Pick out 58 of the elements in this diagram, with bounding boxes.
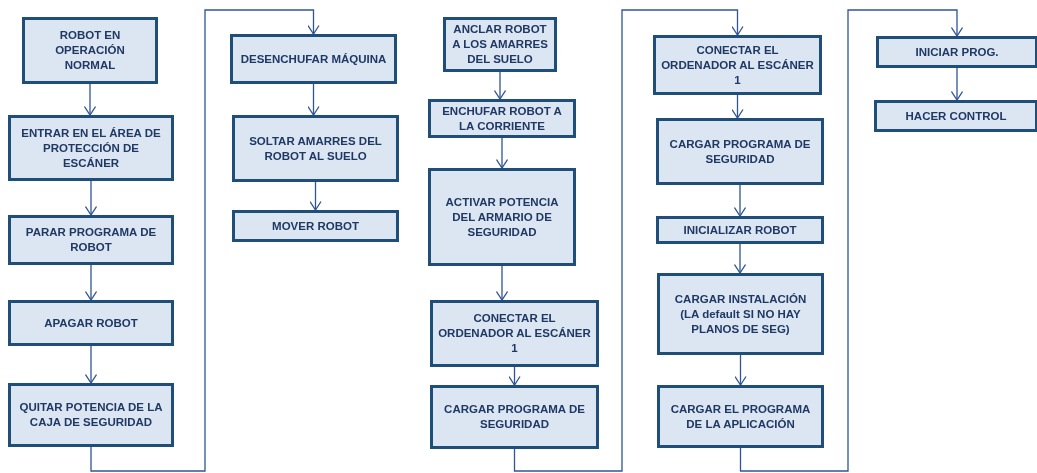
- process-box: [656, 216, 824, 244]
- process-box: [232, 115, 399, 182]
- arrow: [734, 354, 747, 386]
- arrow: [739, 9, 964, 472]
- arrow: [508, 366, 521, 386]
- process-box: [22, 17, 158, 84]
- step-text: ACTIVAR POTENCIA DEL ARMARIO DE SEGURIDAD: [444, 194, 560, 240]
- process-box: [232, 210, 399, 242]
- step-text: QUITAR POTENCIA DE LA CAJA DE SEGURIDAD: [18, 400, 164, 430]
- step-text: ROBOT EN OPERACIÓN NORMAL: [54, 28, 126, 73]
- arrow: [83, 83, 97, 116]
- arrow: [84, 345, 98, 384]
- step-text: CONECTAR EL ORDENADOR AL ESCÁNER 1: [437, 311, 592, 356]
- process-box: [8, 215, 174, 265]
- step-text: APAGAR ROBOT: [44, 315, 138, 331]
- process-box: [8, 300, 174, 346]
- arrow: [493, 71, 507, 100]
- step-text: HACER CONTROL: [905, 108, 1007, 124]
- process-box: [443, 17, 557, 72]
- arrow: [84, 264, 98, 301]
- step-text: PARAR PROGRAMA DE ROBOT: [24, 225, 158, 255]
- step-text: CARGAR PROGRAMA DE SEGURIDAD: [668, 136, 812, 167]
- step-text: ENCHUFAR ROBOT A LA CORRIENTE: [441, 103, 563, 134]
- process-box: [428, 168, 576, 266]
- process-box: [876, 36, 1037, 68]
- step-text: INICIAR PROG.: [915, 44, 999, 60]
- arrow: [733, 184, 747, 217]
- process-box: [657, 273, 824, 355]
- step-text: CONECTAR EL ORDENADOR AL ESCÁNER 1: [660, 42, 815, 88]
- process-box: [657, 385, 824, 448]
- process-box: [8, 115, 174, 181]
- process-box: [8, 383, 174, 447]
- arrow: [733, 243, 747, 274]
- arrow: [309, 181, 322, 211]
- arrow: [90, 9, 320, 472]
- process-box: [428, 99, 576, 138]
- process-box: [653, 35, 822, 95]
- arrow: [307, 83, 320, 116]
- step-text: MOVER ROBOT: [272, 218, 359, 234]
- arrow: [495, 265, 509, 301]
- step-text: DESENCHUFAR MÁQUINA: [240, 51, 387, 67]
- arrow: [84, 180, 98, 216]
- process-box: [430, 300, 599, 367]
- process-box: [230, 34, 397, 84]
- process-box: [656, 118, 824, 185]
- arrow: [950, 67, 964, 101]
- process-box: [430, 385, 599, 449]
- process-box: [874, 100, 1037, 132]
- step-text: CARGAR EL PROGRAMA DE LA APLICACIÓN: [669, 401, 812, 432]
- step-text: SOLTAR AMARRES DEL ROBOT AL SUELO: [248, 133, 383, 164]
- step-text: ENTRAR EN EL ÁREA DE PROTECCIÓN DE ESCÁNER: [20, 125, 162, 171]
- arrow: [731, 94, 744, 119]
- step-text: CARGAR PROGRAMA DE SEGURIDAD: [443, 402, 586, 432]
- step-text: INICIALIZAR ROBOT: [683, 222, 797, 238]
- arrow: [513, 9, 744, 472]
- arrow: [495, 137, 509, 169]
- step-text: ANCLAR ROBOT A LOS AMARRES DEL SUELO: [451, 22, 549, 67]
- step-text: CARGAR INSTALACIÓN (LA default SI NO HAY PLANOS DE SEG): [673, 291, 808, 337]
